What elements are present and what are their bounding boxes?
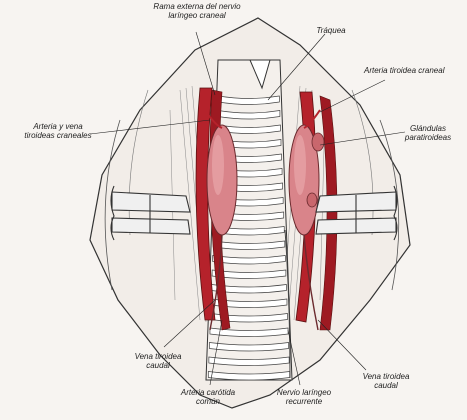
label-arteria-tiroidea: Arteria tiroidea craneal: [364, 66, 464, 75]
label-vena-caudal-left: Vena tiroidea caudal: [128, 352, 188, 370]
label-glandulas: Glándulas paratiroideas: [398, 124, 458, 142]
label-traquea: Tráquea: [306, 26, 356, 35]
label-rama-nervio: Rama externa del nervio laríngeo craneal: [152, 2, 242, 20]
label-vena-caudal-right: Vena tiroidea caudal: [356, 372, 416, 390]
parathyroid-gland-right-upper: [312, 133, 324, 151]
label-nervio-recurrente: Nervio laríngeo recurrente: [272, 388, 336, 406]
label-arteria-carotida: Arteria carótida común: [178, 388, 238, 406]
parathyroid-gland-right-lower: [307, 193, 317, 207]
thyroid-lobe-left-highlight: [212, 135, 224, 195]
label-arteria-vena: Arteria y vena tiroideas craneales: [18, 122, 98, 140]
thyroid-lobe-right-highlight: [294, 135, 306, 195]
